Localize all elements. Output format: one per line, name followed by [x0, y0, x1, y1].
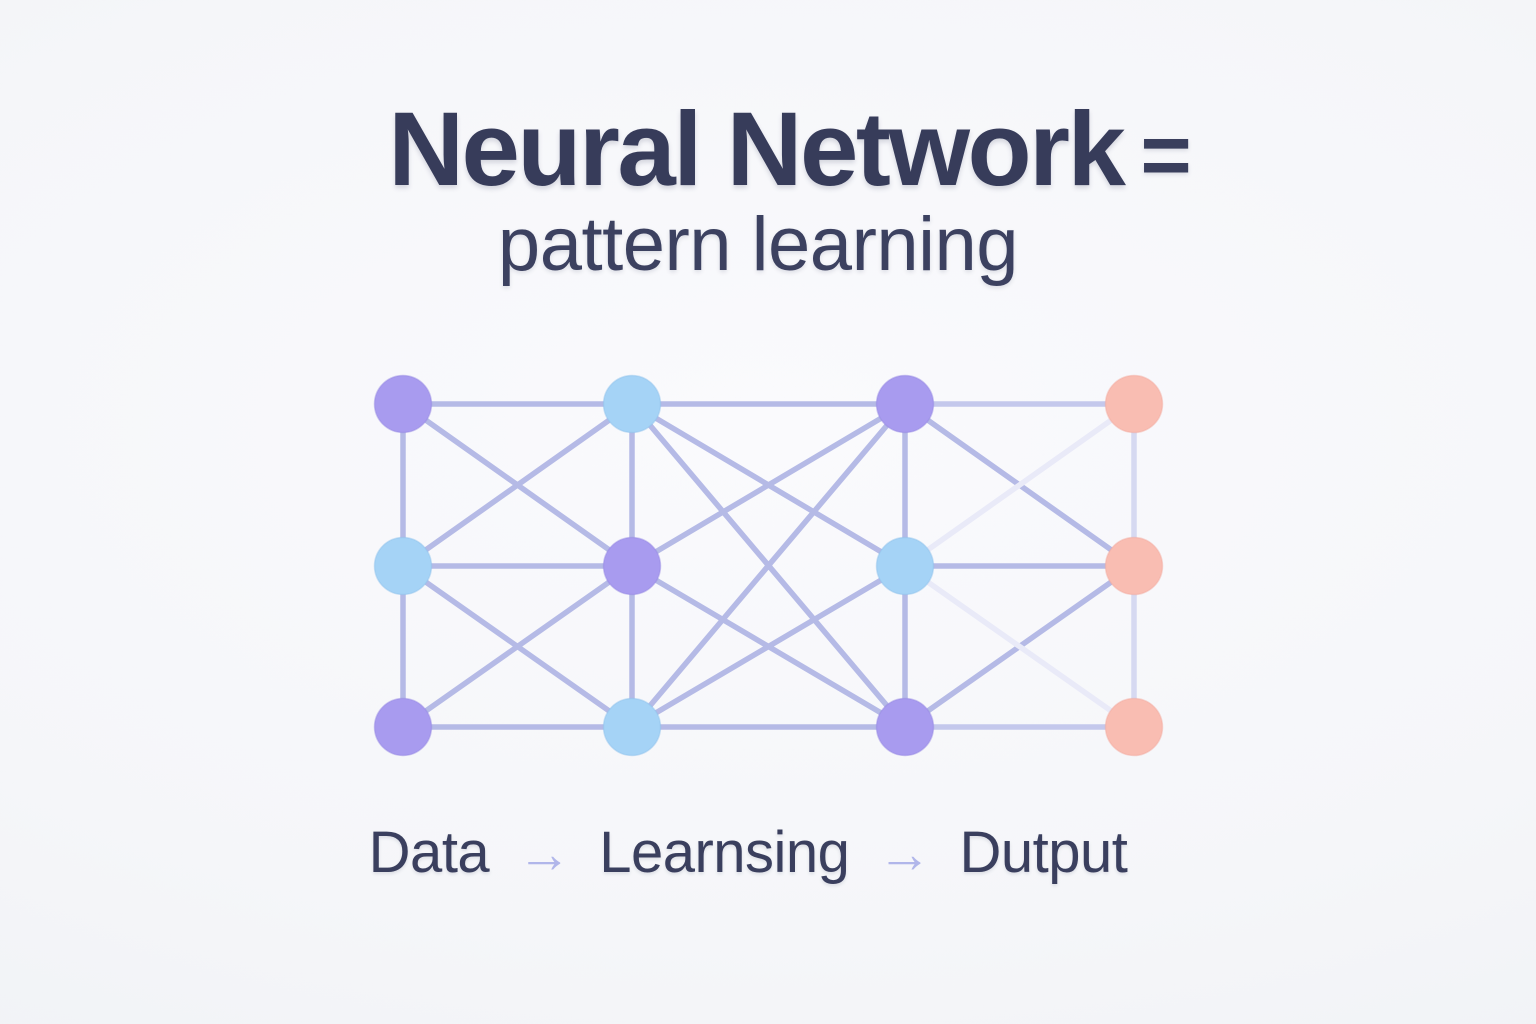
equals-sign: =: [1140, 105, 1192, 204]
node-output-d3: [1104, 697, 1164, 757]
flow-step-learning: Learnsing: [599, 820, 850, 885]
edge-a3-b2: [400, 563, 635, 730]
flow-caption: Data → Learnsing → Dutput: [0, 824, 1516, 882]
right-arrow-icon: →: [517, 824, 572, 884]
edge-c2-d1: [902, 401, 1137, 569]
node-hidden-1-b2: [602, 536, 662, 596]
right-arrow-icon: →: [877, 824, 932, 884]
subtitle: pattern learning: [497, 202, 1019, 287]
node-hidden-2-c2: [875, 536, 935, 596]
edge-b3-c1: [629, 401, 908, 730]
flow-step-data: Data: [368, 820, 490, 885]
node-output-d2: [1104, 536, 1164, 596]
node-input-a1: [373, 374, 433, 434]
node-output-d1: [1104, 374, 1164, 434]
flow-step-output: Dutput: [959, 820, 1128, 885]
node-input-a3: [373, 697, 433, 757]
node-hidden-1-b1: [602, 374, 662, 434]
node-hidden-2-c1: [875, 374, 935, 434]
node-hidden-1-b3: [602, 697, 662, 757]
node-input-a2: [373, 536, 433, 596]
node-hidden-2-c3: [875, 697, 935, 757]
edge-b3-c2: [629, 563, 908, 730]
edge-a2-b1: [400, 401, 635, 569]
title-block: Neural Network =: [22, 97, 1536, 202]
edge-b2-c1: [629, 401, 908, 569]
edge-c2-d3: [902, 563, 1137, 730]
page-title: Neural Network: [388, 91, 1126, 208]
